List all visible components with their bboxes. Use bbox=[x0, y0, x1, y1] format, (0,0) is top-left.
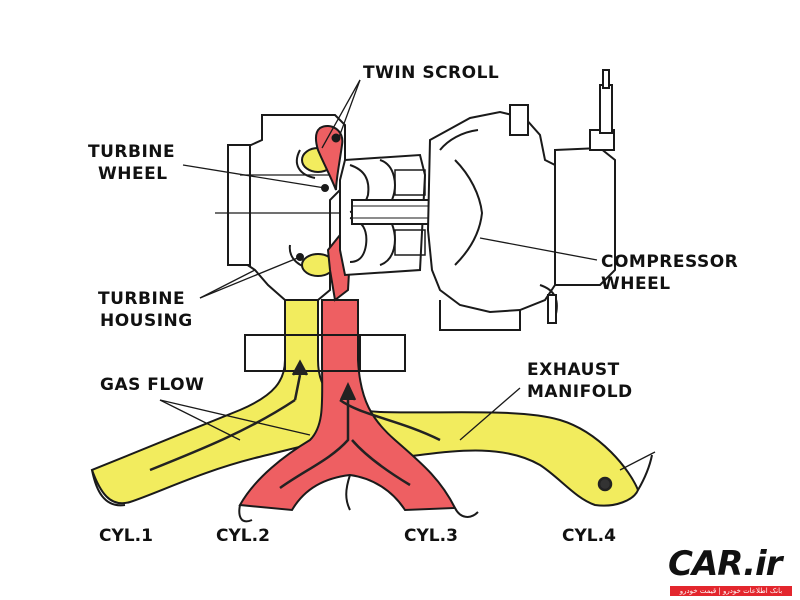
logo-text: CAR.ir bbox=[668, 544, 782, 584]
label-exhaust-manifold-line2: MANIFOLD bbox=[527, 382, 633, 402]
label-compressor-wheel-line2: WHEEL bbox=[601, 274, 671, 294]
leader-lines bbox=[159, 79, 656, 471]
label-turbine-wheel-line1: TURBINE bbox=[88, 142, 176, 162]
car-ir-logo: CAR.ir بانک اطلاعات خودرو | قیمت خودرو bbox=[664, 544, 794, 596]
label-compressor-wheel-line1: COMPRESSOR bbox=[601, 252, 739, 272]
manifold-flange bbox=[244, 334, 406, 372]
gas-flow-arrows bbox=[149, 359, 613, 492]
label-cyl-2: CYL.2 bbox=[216, 526, 270, 546]
label-turbine-housing-line1: TURBINE bbox=[98, 289, 186, 309]
label-cyl-4: CYL.4 bbox=[562, 526, 616, 546]
manifold-outline bbox=[91, 454, 653, 523]
logo-tagline: بانک اطلاعات خودرو | قیمت خودرو bbox=[670, 586, 792, 596]
label-cyl-3: CYL.3 bbox=[404, 526, 458, 546]
yellow-scroll-runners bbox=[90, 299, 640, 507]
compressor-housing bbox=[426, 69, 616, 331]
label-cyl-1: CYL.1 bbox=[99, 526, 153, 546]
label-turbine-housing-line2: HOUSING bbox=[100, 311, 193, 331]
label-gas-flow: GAS FLOW bbox=[100, 375, 205, 395]
label-turbine-wheel-line2: WHEEL bbox=[98, 164, 168, 184]
label-exhaust-manifold-line1: EXHAUST bbox=[527, 360, 620, 380]
label-twin-scroll: TWIN SCROLL bbox=[363, 63, 500, 83]
